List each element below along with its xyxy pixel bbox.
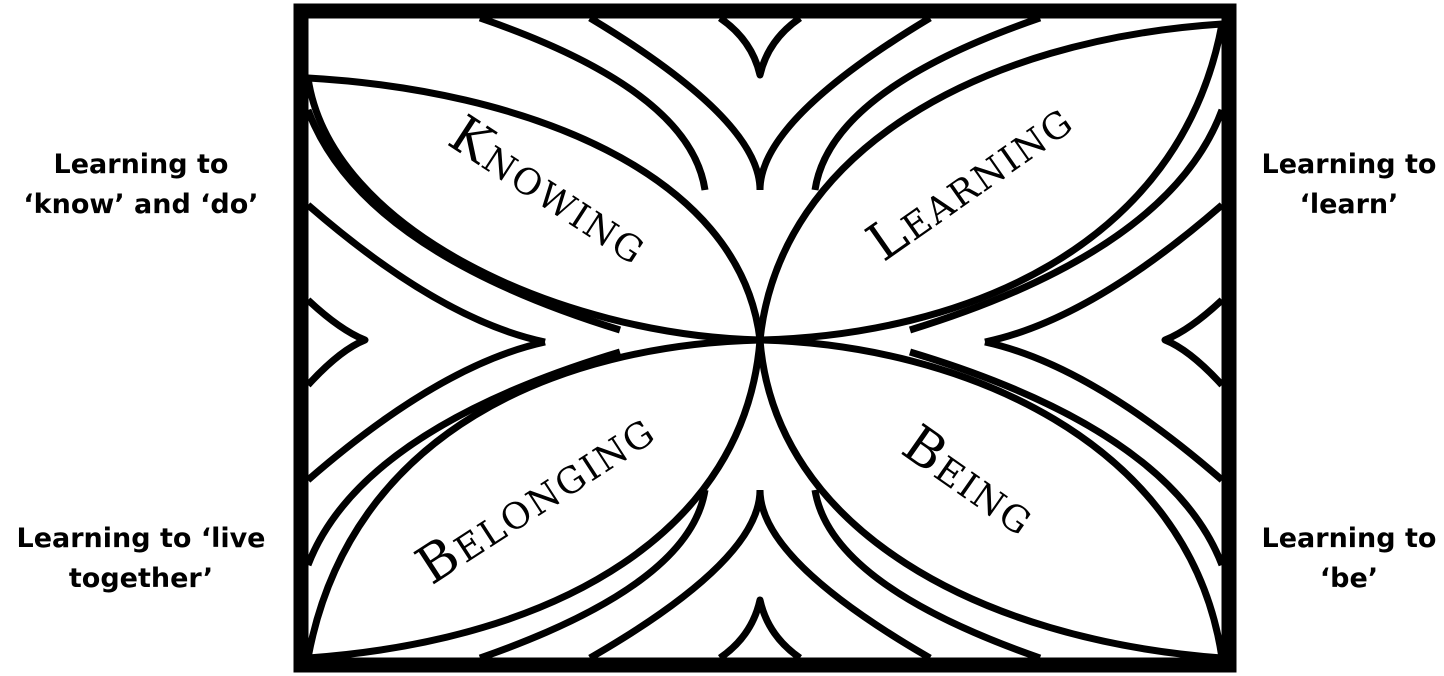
outer-arc-left-top xyxy=(308,205,545,342)
notch-top xyxy=(720,18,800,75)
petal-label-being: Being xyxy=(892,414,1048,549)
notch-right xyxy=(1165,300,1222,385)
notch-left xyxy=(308,300,365,385)
notch-bottom xyxy=(720,600,800,658)
petal-label-learning: Learning xyxy=(856,89,1084,273)
outer-arc-left-bottom xyxy=(308,342,545,480)
outer-arc-top-left xyxy=(590,18,760,190)
petal-label-knowing: Knowing xyxy=(438,104,660,277)
outer-arc-bottom-left xyxy=(590,490,760,658)
outer-arc-right-bottom xyxy=(985,342,1222,480)
petal-label-belonging: Belonging xyxy=(406,399,666,597)
